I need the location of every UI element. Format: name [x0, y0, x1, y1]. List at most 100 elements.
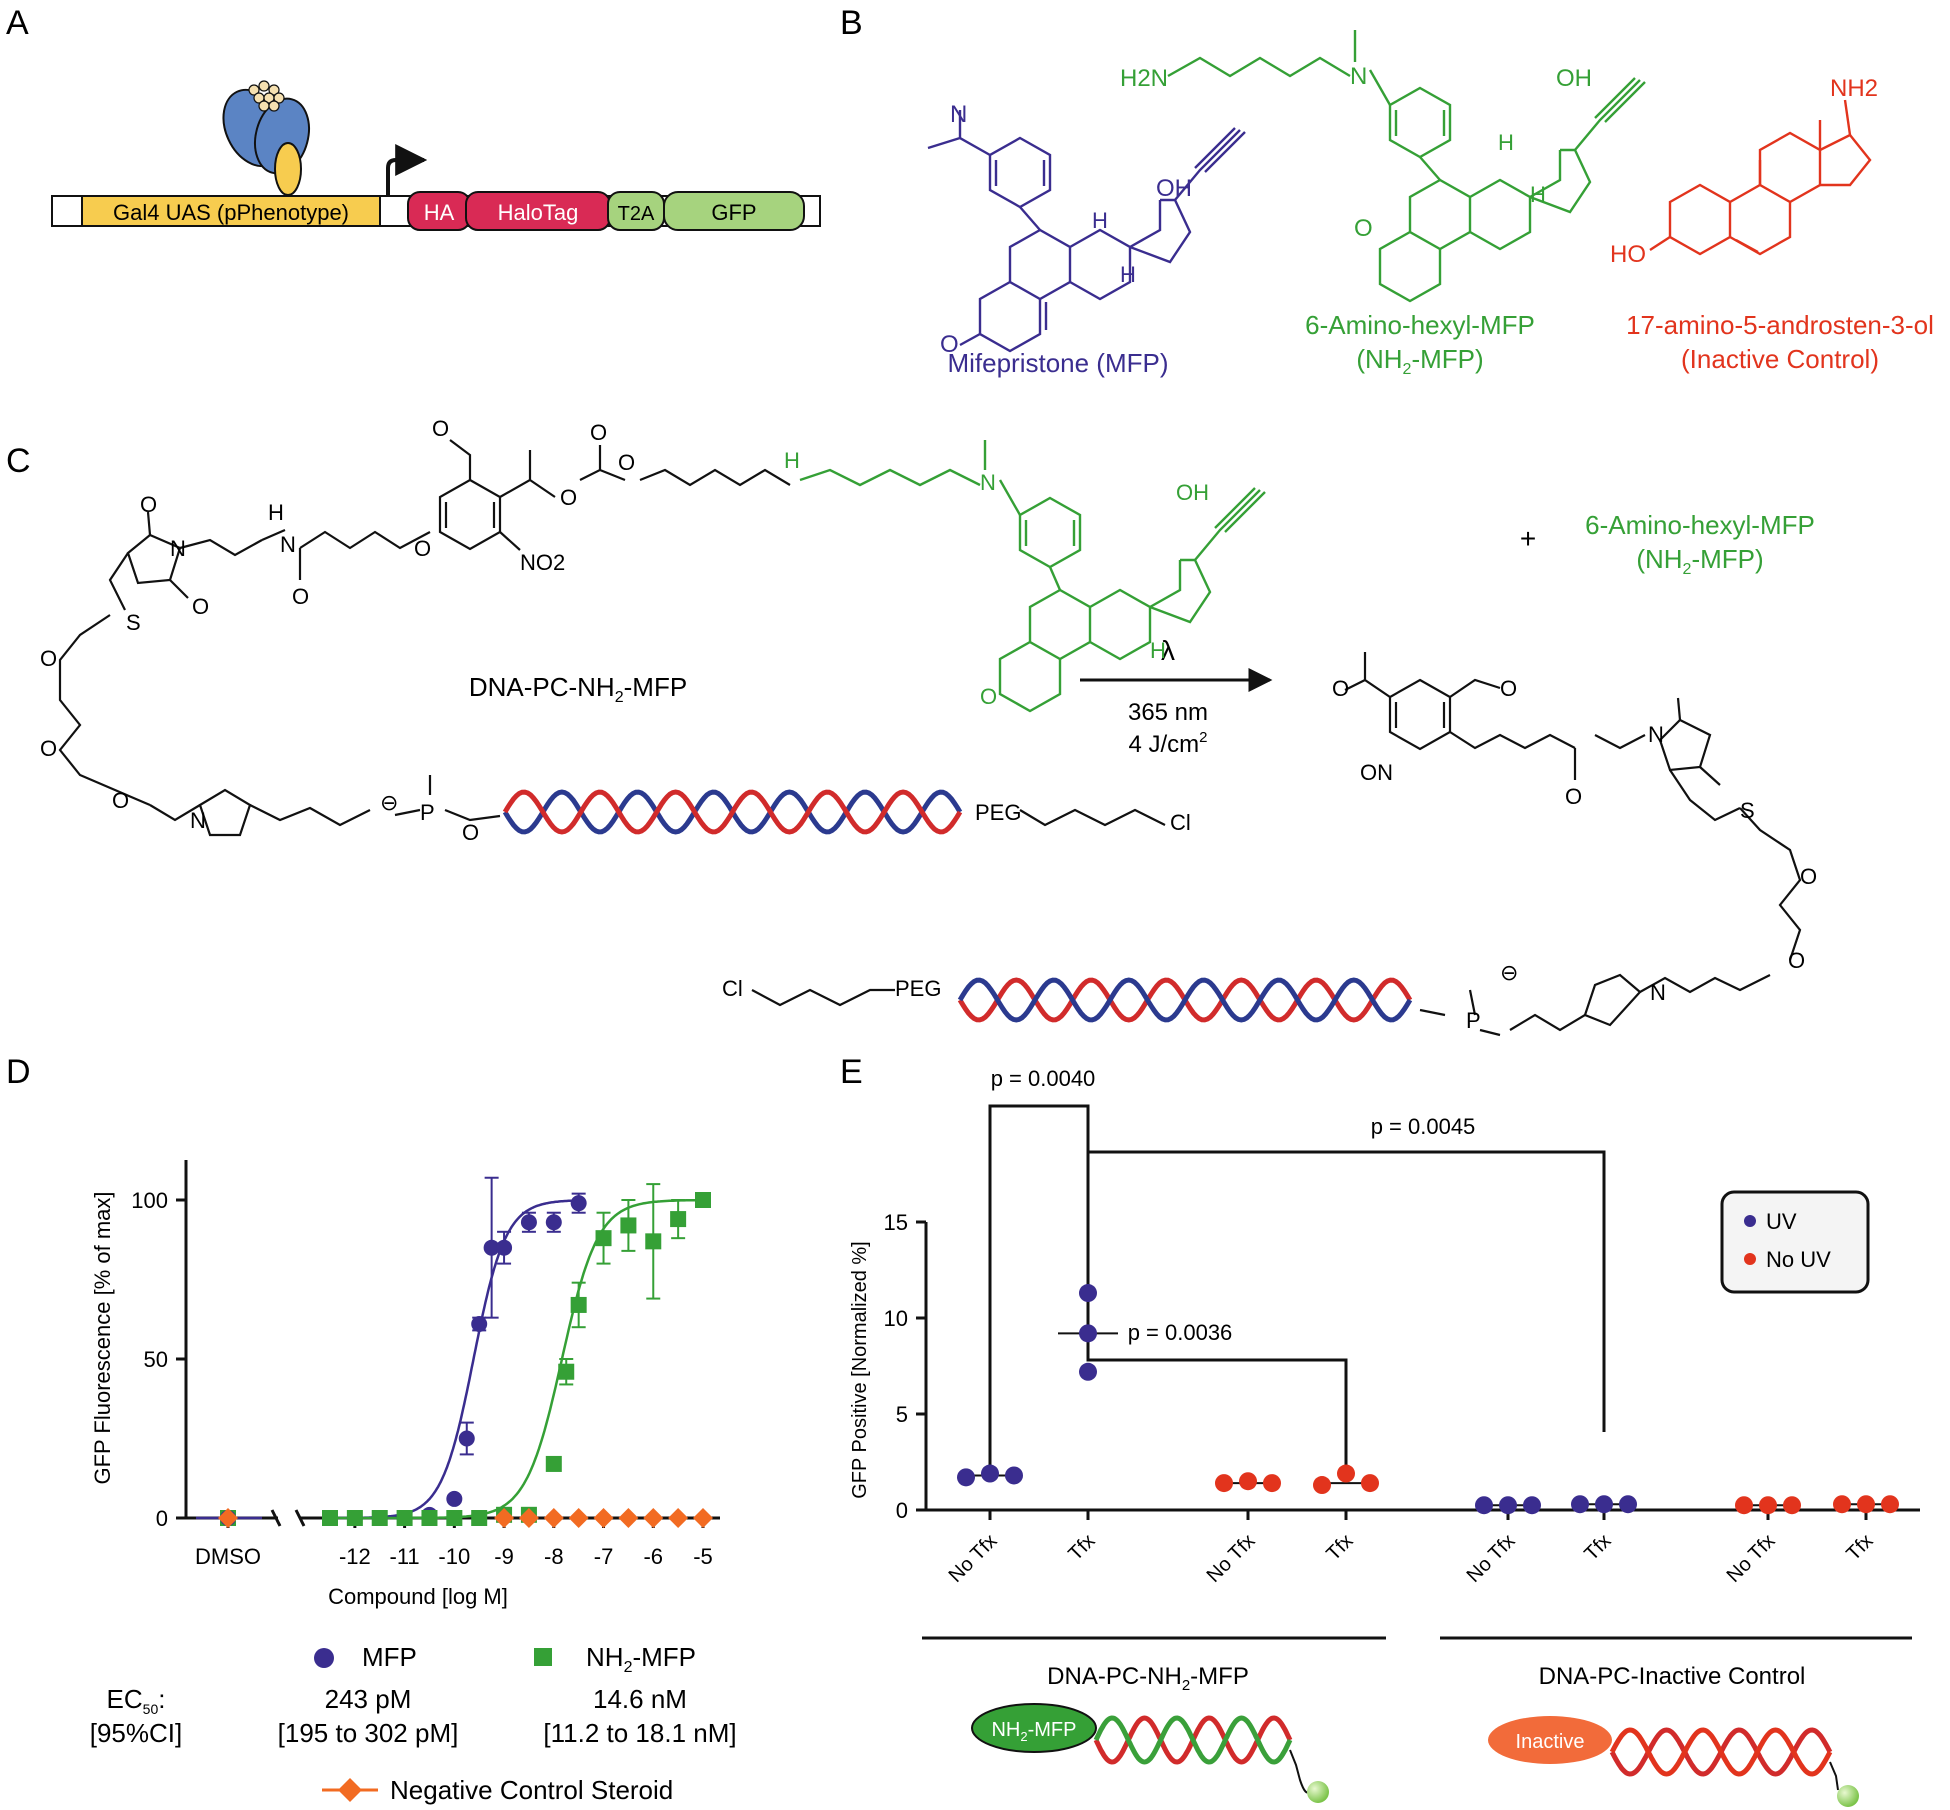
atom-o-2: O [192, 594, 209, 619]
prod-atom-on: ON [1360, 760, 1393, 785]
e-ylabel: GFP Positive [Normalized %] [849, 1241, 871, 1499]
e-legend-box [1720, 1190, 1870, 1294]
e-point [1833, 1495, 1851, 1514]
mfp-atom-o: O [940, 331, 959, 358]
e-p-value: p = 0.0040 [991, 1066, 1096, 1091]
nh2-mfp-cartoon-dna [1093, 1715, 1293, 1765]
e-point [1313, 1476, 1331, 1495]
e-point [1783, 1496, 1801, 1515]
uas-box [81, 195, 381, 227]
mfp-atom-h1: H [1092, 208, 1108, 233]
panel-e-groups: DNA-PC-NH2-MFP DNA-PC-Inactive Control N… [922, 1636, 1912, 1807]
t2a-label: T2A [618, 203, 655, 225]
nh2-mfp-short: (NH2-MFP) [1356, 344, 1483, 378]
panel-label-d: D [6, 1053, 31, 1091]
d-axis-break-left [270, 1509, 282, 1527]
d-xtick-label: -6 [643, 1544, 663, 1569]
atom-s-1: S [126, 610, 141, 635]
d-point-diamond [568, 1508, 589, 1528]
atom-o-10: O [40, 736, 57, 761]
inactive-atom-ho: HO [1610, 241, 1646, 268]
mfp-name: Mifepristone (MFP) [947, 348, 1168, 378]
atom-o-7: O [590, 420, 607, 445]
dna-bottom-strand-2 [957, 977, 1413, 1023]
nh2-mfp-atom-h1: H [1498, 130, 1514, 155]
e-xtick-label: Tfx [1322, 1530, 1357, 1565]
d-point-circle [496, 1239, 513, 1256]
d-point-square [396, 1510, 413, 1526]
prod-atom-o-1: O [1332, 676, 1349, 701]
nh2-mfp-cartoon-bubble [971, 1703, 1097, 1753]
d-point-diamond [693, 1508, 713, 1528]
promoter-arrow [386, 144, 428, 196]
inactive-cartoon-bubble [1488, 1716, 1612, 1764]
legend-uv-marker [1744, 1215, 1756, 1227]
product-short: (NH2-MFP) [1636, 544, 1763, 578]
legend-negative-label: Negative Control Steroid [390, 1775, 673, 1805]
product-dna-link [1419, 1008, 1446, 1017]
d-point-square [545, 1455, 562, 1472]
ci-label: [95%CI] [90, 1718, 183, 1748]
prod-atom-n-1: N [1648, 722, 1664, 747]
nh2-mfp-atom-o: O [1354, 215, 1373, 242]
conjugate-structure [58, 439, 1166, 837]
panel-label-e: E [840, 1053, 863, 1091]
gfp-label: GFP [711, 200, 756, 225]
atom-o-9: O [40, 646, 57, 671]
d-point-square [620, 1217, 637, 1234]
d-point-diamond [543, 1508, 564, 1528]
mfp-structure [927, 110, 1246, 353]
d-point-square [446, 1510, 463, 1526]
prod-atom-s-1: S [1740, 798, 1755, 823]
atom-o-4: O [414, 536, 431, 561]
mfp-atom-h2: H [1120, 262, 1136, 287]
conjugate-mfp-part [799, 440, 1266, 713]
d-point-square [558, 1363, 575, 1380]
atom-o-green: O [980, 684, 997, 709]
e-point [1499, 1496, 1517, 1515]
panel-label-c: C [6, 442, 31, 480]
nh2-mfp-atom-n: N [1350, 63, 1367, 90]
d-point-diamond [518, 1508, 539, 1528]
d-xtick-label: -8 [544, 1544, 564, 1569]
e-point [1759, 1496, 1777, 1515]
conjugate-mfp-atom-labels: H N OH O H [784, 448, 1209, 709]
e-point [1263, 1474, 1281, 1493]
atom-h-green: H [1150, 638, 1166, 663]
reaction-wavelength: 365 nm [1128, 699, 1208, 726]
dbd-blob [274, 142, 302, 196]
atom-n-2: N [280, 532, 296, 557]
e-ytick-label: 5 [896, 1402, 908, 1427]
e-point [1079, 1324, 1097, 1343]
cartoon2-tether [1829, 1761, 1839, 1791]
e-point [981, 1464, 999, 1483]
inactive-name: 17-amino-5-androsten-3-ol [1626, 310, 1934, 340]
product-structure [1344, 652, 1802, 1037]
d-point-square [595, 1230, 612, 1247]
dna-helix-bottom [957, 977, 1413, 1023]
d-point-circle [570, 1195, 587, 1212]
e-xtick-label: Tfx [1580, 1530, 1615, 1565]
legend-mfp-label: MFP [362, 1642, 417, 1672]
d-ytick-label: 0 [156, 1506, 168, 1531]
prod-atom-o-5: O [1788, 948, 1805, 973]
d-point-square [322, 1510, 338, 1526]
d-ylabel: GFP Fluorescence [% of max] [90, 1191, 115, 1484]
e-point [1857, 1495, 1875, 1514]
d-point-diamond [494, 1508, 515, 1528]
product-name: 6-Amino-hexyl-MFP [1585, 510, 1815, 540]
e-point [1337, 1464, 1355, 1483]
nh2-mfp-cartoon-label: NH2-MFP [991, 1719, 1076, 1744]
plus-sign: + [1520, 523, 1536, 554]
mfp-ci-value: [195 to 302 pM] [278, 1718, 459, 1748]
e-xtick-label: Tfx [1842, 1530, 1877, 1565]
atom-o-8: O [618, 450, 635, 475]
atom-n-green: N [980, 470, 996, 495]
inactive-short: (Inactive Control) [1681, 344, 1879, 374]
d-point-diamond [593, 1508, 614, 1528]
e-point [1239, 1472, 1257, 1491]
atom-h-1: H [268, 500, 284, 525]
e-bracket [1086, 1230, 1348, 1478]
e-point [1079, 1284, 1097, 1303]
legend-no-uv-label: No UV [1766, 1247, 1831, 1272]
